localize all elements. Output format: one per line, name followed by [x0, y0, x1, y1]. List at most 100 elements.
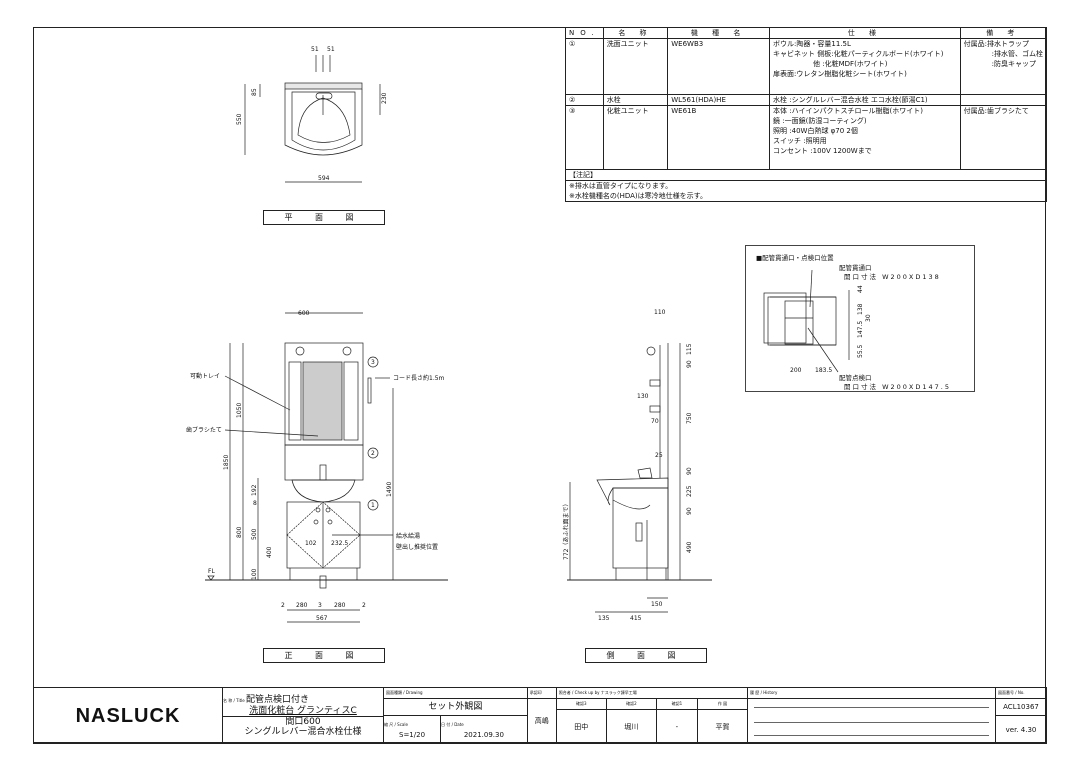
notes: ※排水は直管タイプになります。 ※水栓機種名の(HDA)は寒冷地仕様を示す。 — [565, 180, 1047, 202]
detail-box: ■配管貫通口・点検口位置 配管貫通口 開口寸法 W200XD138 配管点検口 … — [745, 245, 975, 392]
detail-title: ■配管貫通口・点検口位置 — [756, 254, 834, 262]
dim: 200 — [790, 367, 802, 374]
label-cord: コード長さ約1.5m — [393, 374, 445, 382]
check-col: 確認1 — [655, 698, 698, 710]
dim: 3 — [318, 602, 322, 609]
spec-header-row: NO. 名 称 機 種 名 仕 様 備 考 — [565, 27, 1048, 39]
row-note: 付属品:歯ブラシたて — [959, 105, 1048, 170]
spec-line: 鏡 :一面鏡(防湿コーティング) — [773, 117, 867, 125]
scale: S=1/20 — [399, 730, 426, 739]
drawing-label: 図面種類 / Drawing — [383, 687, 528, 699]
note-text: ※水栓機種名の(HDA)は寒冷地仕様を示す。 — [569, 192, 707, 200]
plan-view-caption: 平 面 図 — [263, 210, 385, 225]
dim: 183.5 — [815, 367, 832, 374]
check-value: 平賀 — [696, 709, 749, 744]
title-line: シングルレバー混合水栓仕様 — [244, 726, 362, 737]
approver: 高嶋 — [526, 698, 557, 744]
row-name: 洗面ユニット — [602, 38, 669, 95]
dim: 550 — [236, 113, 243, 125]
dim: 138 — [857, 303, 864, 315]
dim: 2 — [281, 602, 285, 609]
pipe-opening-detail: 200 183.5 44 138 30 147.5 55.5 — [763, 269, 872, 374]
plan-view: 51 51 85 550 230 594 — [236, 46, 388, 183]
spec-line: ボウル:陶器・容量11.5L — [773, 40, 851, 48]
dim: 2 — [362, 602, 366, 609]
spec-line: 他 :化粧MDF(ホワイト) — [813, 60, 888, 68]
dim: 85 — [251, 88, 258, 96]
label-toothbrush: 歯ブラシたて — [186, 426, 222, 434]
title-line: 配管点検口付き — [246, 694, 310, 705]
dim: 490 — [686, 541, 693, 553]
row-note: 付属品:排水トラップ:排水管、ゴム栓:防臭キャップ — [959, 38, 1048, 95]
dim: 115 — [686, 343, 693, 355]
version: ver. 4.30 — [995, 715, 1047, 744]
dim: 280 — [296, 602, 308, 609]
dim: 400 — [266, 546, 273, 558]
spec-line: コンセント :100V 1200Wまで — [773, 147, 872, 155]
drawing-type: セット外観図 — [383, 698, 528, 716]
callout-1: 1 — [371, 502, 375, 509]
front-view: 600 1850 1050 1490 192 8 800 500 400 100… — [186, 310, 448, 623]
callout-3: 3 — [371, 359, 375, 366]
dim: 750 — [686, 412, 693, 424]
dim: 225 — [686, 485, 693, 497]
upper-opening-size: 開口寸法 W200XD138 — [844, 273, 941, 281]
spec-line: キャビネット 側板:化粧パーティクルボード(ホワイト) — [773, 50, 944, 58]
dim: 90 — [686, 507, 693, 515]
title-label: 名 称 / Title — [223, 697, 245, 703]
label-fl: FL — [208, 568, 215, 575]
dim: 51 — [311, 46, 319, 53]
note-text: ※排水は直管タイプになります。 — [569, 182, 673, 190]
dim: 232.5 — [331, 540, 348, 547]
dim: 130 — [637, 393, 649, 400]
title-line: 間口600 — [285, 716, 321, 727]
dim: 147.5 — [857, 321, 864, 338]
table-row: ③ 化粧ユニット WE61B 本体 :ハイインパクトスチロール樹脂(ホワイト)鏡… — [565, 105, 1048, 170]
approval-label: 承認印 — [526, 687, 557, 699]
dim: 230 — [381, 92, 388, 104]
number-label: 図面番号 / No. — [995, 687, 1047, 699]
history-lines — [747, 698, 997, 744]
check-col: 確認3 — [555, 698, 607, 710]
check-value: - — [655, 709, 698, 744]
dim: 150 — [651, 601, 663, 608]
dim: 567 — [316, 615, 328, 622]
row-model: WE61B — [667, 105, 771, 170]
dim: 600 — [298, 310, 310, 317]
note-line: :排水管、ゴム栓 — [991, 50, 1043, 58]
dim: 70 — [651, 418, 659, 425]
dim: 100 — [251, 568, 258, 580]
spec-line: 本体 :ハイインパクトスチロール樹脂(ホワイト) — [773, 107, 923, 115]
dim: 772（あふれ面まで） — [563, 501, 570, 560]
lower-opening-name: 配管点検口 — [839, 374, 872, 382]
label-tray: 可動トレイ — [190, 372, 220, 380]
title-cell: 名 称 / Title 配管点検口付き 洗面化粧台 グランティスC 間口600 … — [222, 687, 384, 744]
note-line: 付属品:排水トラップ — [963, 40, 1029, 48]
dim: 1050 — [236, 403, 243, 418]
history-label: 履 歴 / History — [747, 687, 997, 699]
row-model: WE6WB3 — [667, 38, 771, 95]
row-no: ① — [565, 38, 604, 95]
spec-line: 照明 :40W白熱球 φ70 2個 — [773, 127, 858, 135]
dim: 800 — [236, 526, 243, 538]
side-view: 110 115 90 130 750 70 25 90 225 90 490 7… — [563, 309, 712, 622]
check-value: 田中 — [555, 709, 607, 744]
label-supply-position: 壁出し推奨位置 — [396, 543, 438, 551]
dim: 25 — [655, 452, 663, 459]
dim: 280 — [334, 602, 346, 609]
check-col: 確認2 — [605, 698, 657, 710]
dim: 1490 — [386, 482, 393, 497]
dim: 1850 — [223, 455, 230, 470]
lower-opening-size: 開口寸法 W200XD147.5 — [844, 383, 951, 391]
dim: 44 — [857, 285, 864, 293]
spec-table: NO. 名 称 機 種 名 仕 様 備 考 ① 洗面ユニット WE6WB3 ボウ… — [565, 27, 1048, 202]
dim: 55.5 — [857, 344, 864, 358]
date: 2021.09.30 — [463, 730, 504, 739]
company-logo: NASLUCK — [33, 687, 223, 744]
dim: 90 — [686, 467, 693, 475]
dim: 30 — [865, 314, 872, 322]
upper-opening-name: 配管貫通口 — [839, 264, 872, 272]
table-row: ① 洗面ユニット WE6WB3 ボウル:陶器・容量11.5L キャビネット 側板:… — [565, 38, 1048, 95]
